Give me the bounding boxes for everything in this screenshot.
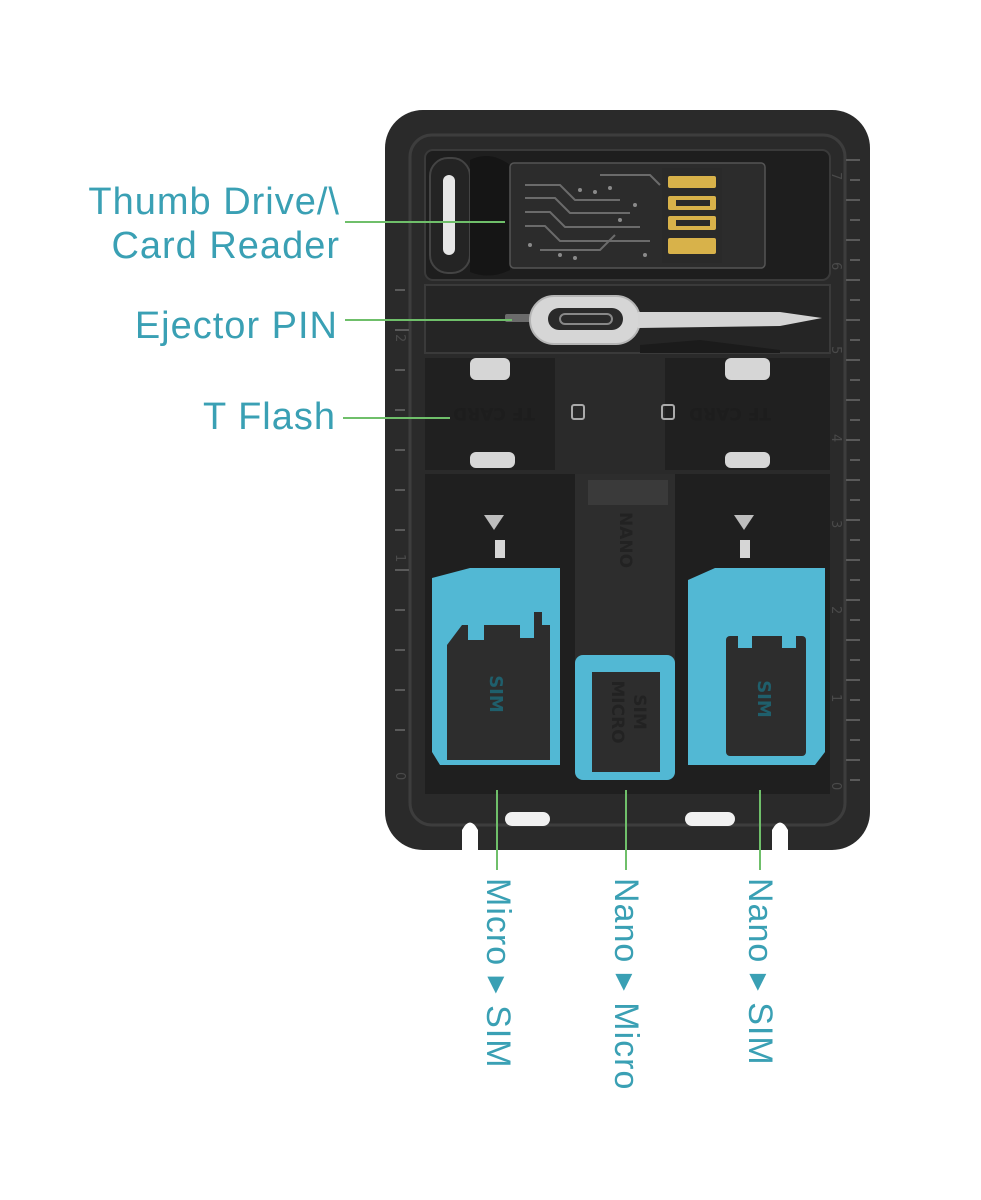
left-ruler-tick-2: 2 bbox=[392, 334, 407, 342]
ejector-pin-callout: Ejector PIN bbox=[134, 305, 338, 347]
ruler-tick-5: 5 bbox=[828, 346, 843, 354]
tf-card-label-right: TF CARD bbox=[689, 403, 771, 423]
tf-indicator-right bbox=[661, 404, 675, 420]
left-ruler-tick-0: 0 bbox=[392, 772, 407, 780]
tf-card-center-block bbox=[555, 358, 665, 470]
card-inner-frame bbox=[408, 133, 847, 827]
thumb-drive-callout: Thumb Drive/\ Card Reader bbox=[60, 180, 340, 268]
t-flash-callout: T Flash bbox=[202, 396, 336, 438]
nano-micro-label: Nano ▸ Micro bbox=[607, 878, 645, 1091]
tf-clip-top-left bbox=[470, 358, 510, 380]
micro-sim-adapter[interactable]: SIM bbox=[432, 568, 560, 765]
tf-clip-bottom-right bbox=[725, 452, 770, 468]
ruler-tick-3: 3 bbox=[828, 520, 843, 528]
ruler-tick-0: 0 bbox=[828, 782, 843, 790]
left-ruler-tick-1: 1 bbox=[392, 554, 407, 562]
ruler-tick-1: 1 bbox=[828, 694, 843, 702]
ruler-tick-2: 2 bbox=[828, 606, 843, 614]
pin-hook-shadow bbox=[640, 340, 780, 353]
right-ruler-numbers: 7 6 5 4 3 2 1 0 bbox=[828, 172, 843, 790]
bottom-notch-right bbox=[772, 822, 788, 850]
tf-clip-top-right bbox=[725, 358, 770, 380]
micro-sim-adapter-print: SIM bbox=[629, 694, 649, 730]
micro-sim-print: SIM bbox=[485, 675, 506, 713]
nano-micro-adapter[interactable]: MICRO SIM bbox=[575, 655, 675, 780]
triangle-left bbox=[484, 515, 504, 530]
ruler-tick-7: 7 bbox=[828, 172, 843, 180]
slot-divider-right bbox=[740, 540, 750, 558]
thumb-drive-pcb[interactable] bbox=[509, 162, 766, 269]
nano-slot-block bbox=[575, 474, 675, 674]
micro-print: MICRO bbox=[607, 680, 627, 743]
nano-print: NANO bbox=[615, 512, 635, 568]
bottom-notch-left bbox=[462, 822, 478, 850]
thumb-drive-callout-line1: Thumb Drive/\ bbox=[88, 181, 340, 223]
tf-clip-bottom-left bbox=[470, 452, 515, 468]
nano-sim-label: Nano ▸ SIM bbox=[741, 878, 779, 1066]
usb-contact-inner bbox=[676, 200, 710, 226]
pcb-dots bbox=[528, 186, 647, 260]
thumb-drive-callout-line2: Card Reader bbox=[111, 225, 340, 267]
thumb-drive-handle-hole bbox=[443, 175, 455, 255]
callout-leader-lines bbox=[343, 221, 761, 870]
triangle-right bbox=[734, 515, 754, 530]
ruler-tick-4: 4 bbox=[828, 434, 843, 442]
thumb-drive-strap bbox=[470, 156, 510, 276]
nano-slot-top bbox=[588, 480, 668, 505]
tf-card-label-left: TF CARD bbox=[453, 403, 535, 423]
ejector-pin[interactable] bbox=[529, 295, 822, 345]
ruler-tick-6: 6 bbox=[828, 262, 843, 270]
micro-sim-label: Micro ▸ SIM bbox=[479, 878, 517, 1069]
bottom-slot-left bbox=[505, 812, 550, 826]
nano-sim-adapter[interactable]: SIM bbox=[688, 568, 825, 765]
slot-divider-left bbox=[495, 540, 505, 558]
right-ruler bbox=[846, 159, 860, 781]
left-ruler-numbers: 2 1 0 bbox=[392, 334, 407, 780]
bottom-slot-right bbox=[685, 812, 735, 826]
ejector-pin-shaft[interactable] bbox=[505, 314, 535, 322]
left-ruler bbox=[395, 289, 409, 731]
tf-indicator-left bbox=[571, 404, 585, 420]
nano-sim-print: SIM bbox=[753, 680, 774, 718]
pcb-traces bbox=[525, 174, 661, 251]
